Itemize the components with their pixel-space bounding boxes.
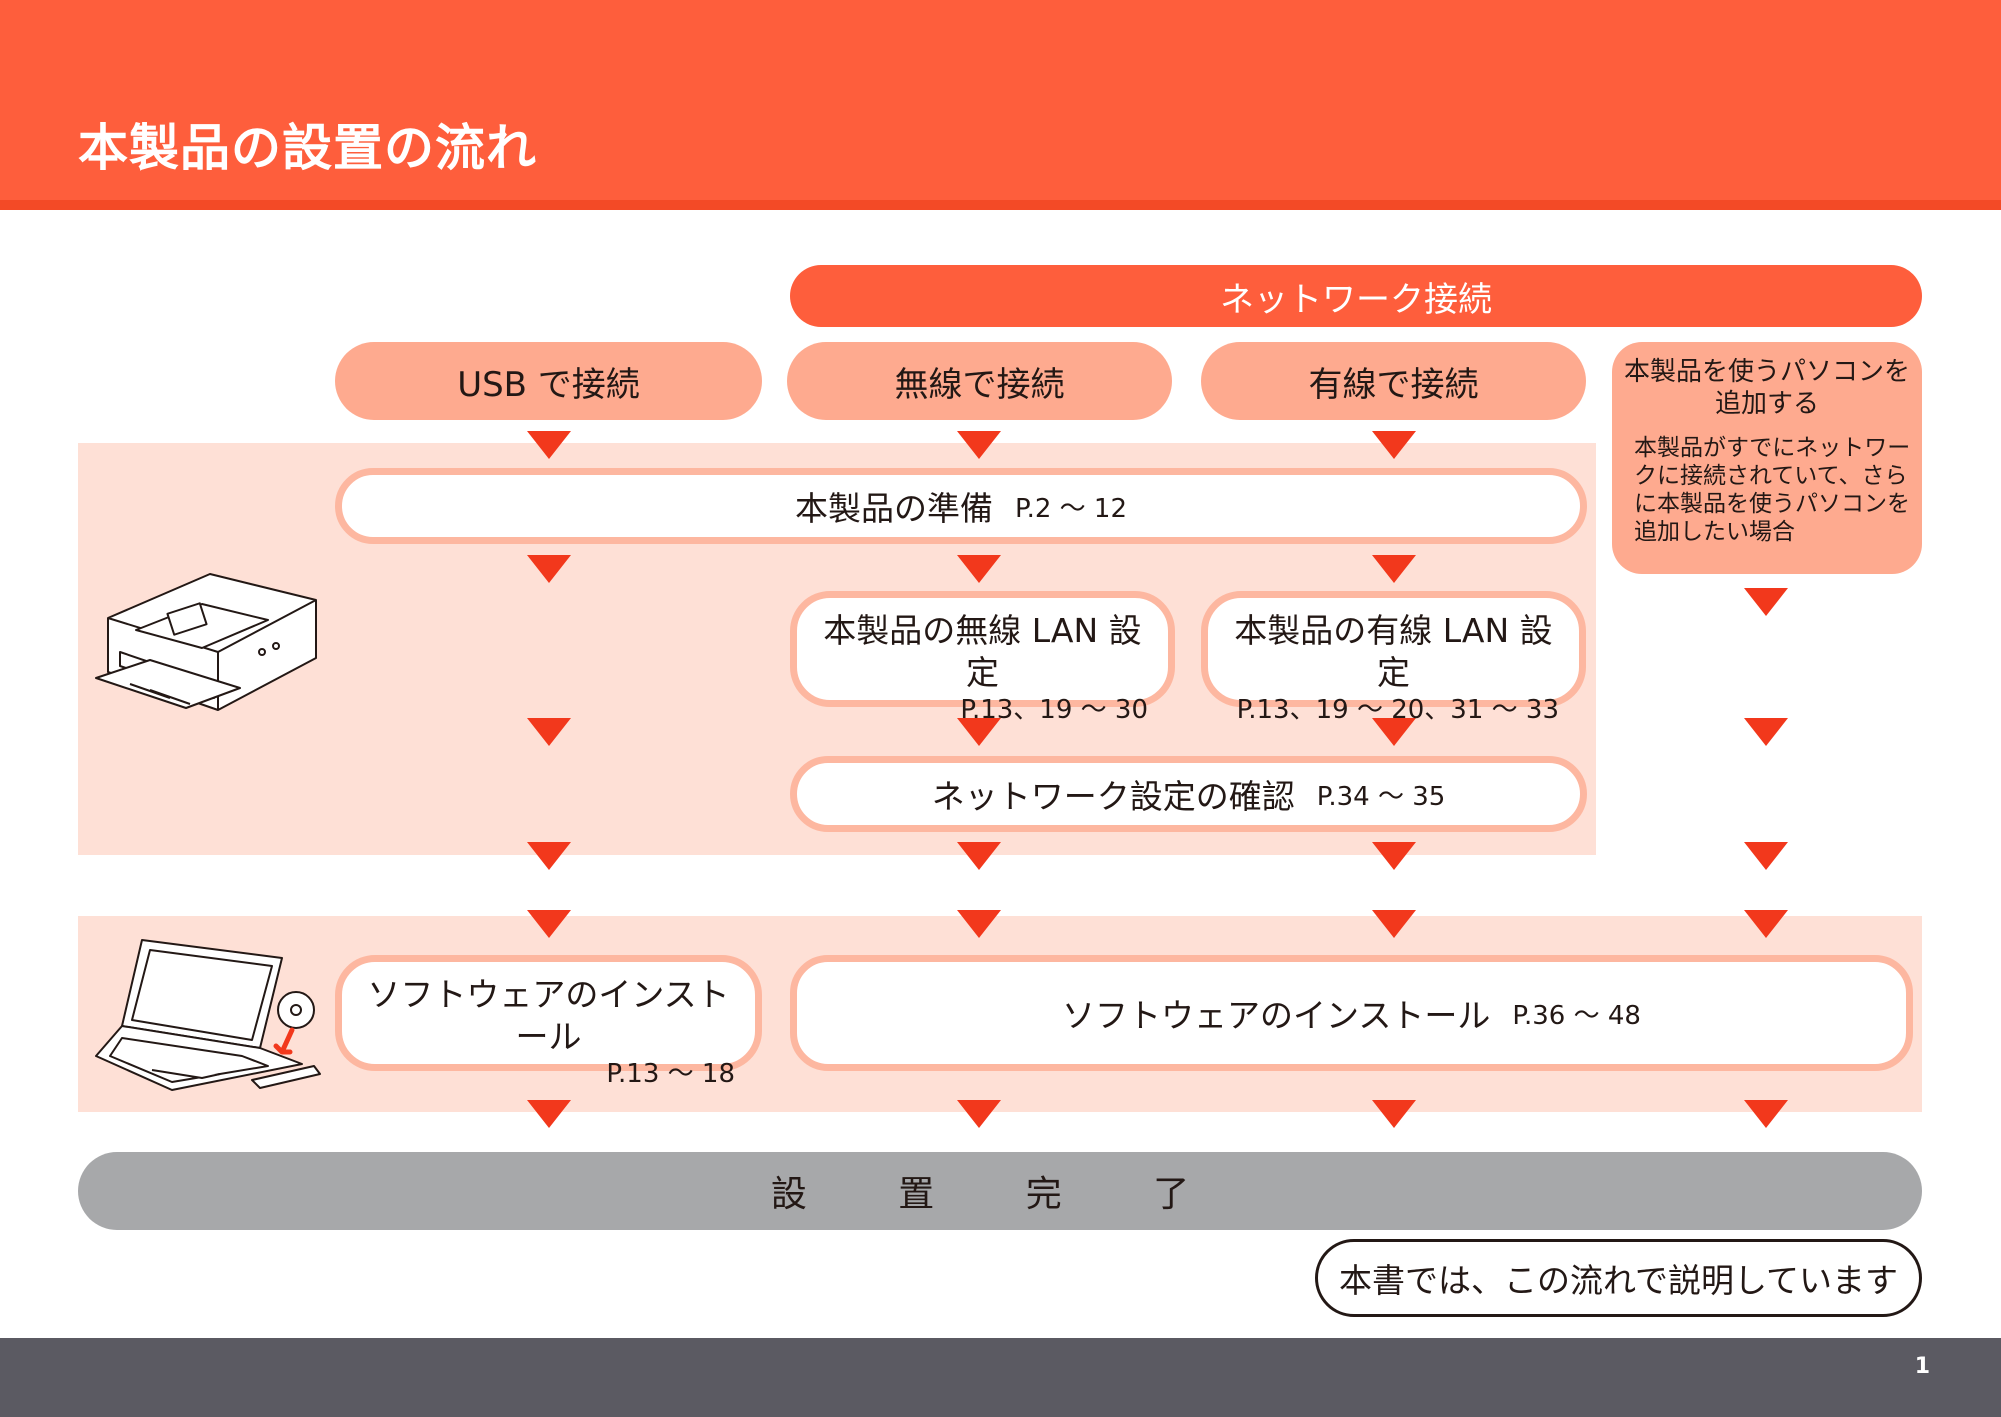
guide-note: 本書では、この流れで説明しています — [1315, 1239, 1922, 1317]
arrow-down-icon — [527, 1100, 571, 1128]
arrow-down-icon — [1744, 1100, 1788, 1128]
step-wireless-lan-ref: P.13、19 ～ 30 — [960, 695, 1148, 725]
category-usb: USB で接続 — [335, 342, 762, 420]
laptop-icon — [95, 939, 321, 1091]
setup-complete-bar: 設 置 完 了 — [78, 1152, 1922, 1230]
step-network-check-label: ネットワーク設定の確認 — [931, 777, 1295, 816]
page-title: 本製品の設置の流れ — [78, 119, 537, 177]
page-header — [0, 0, 2001, 210]
category-wireless: 無線で接続 — [787, 342, 1172, 420]
step-wireless-lan-label: 本製品の無線 LAN 設定 — [823, 611, 1142, 692]
step-network-check-ref: P.34 ～ 35 — [1316, 781, 1446, 812]
arrow-down-icon — [1744, 910, 1788, 938]
arrow-down-icon — [527, 718, 571, 746]
arrow-down-icon — [527, 431, 571, 459]
step-software-network-label: ソフトウェアのインストール — [1062, 996, 1491, 1035]
step-software-usb: ソフトウェアのインストール P.13 ～ 18 — [335, 955, 762, 1089]
arrow-down-icon — [527, 842, 571, 870]
step-wired-lan-ref: P.13、19 ～ 20、31 ～ 33 — [1236, 695, 1559, 725]
arrow-down-icon — [1372, 555, 1416, 583]
page-footer — [0, 1338, 2001, 1417]
step-software-network: ソフトウェアのインストール P.36 ～ 48 — [790, 955, 1913, 1071]
step-prepare: 本製品の準備 P.2 ～ 12 — [335, 468, 1587, 544]
arrow-down-icon — [1372, 1100, 1416, 1128]
arrow-down-icon — [1372, 431, 1416, 459]
arrow-down-icon — [957, 431, 1001, 459]
step-software-network-ref: P.36 ～ 48 — [1512, 1000, 1641, 1031]
arrow-down-icon — [957, 842, 1001, 870]
arrow-down-icon — [1744, 588, 1788, 616]
arrow-down-icon — [527, 555, 571, 583]
arrow-down-icon — [957, 718, 1001, 746]
step-wireless-lan: 本製品の無線 LAN 設定 P.13、19 ～ 30 — [790, 591, 1175, 725]
arrow-down-icon — [957, 910, 1001, 938]
page-number: 1 — [1914, 1354, 1930, 1379]
arrow-down-icon — [957, 555, 1001, 583]
arrow-down-icon — [1372, 718, 1416, 746]
header-rule — [0, 200, 2001, 210]
step-prepare-ref: P.2 ～ 12 — [1014, 493, 1128, 524]
arrow-down-icon — [1372, 910, 1416, 938]
arrow-down-icon — [1744, 842, 1788, 870]
category-wired: 有線で接続 — [1201, 342, 1586, 420]
step-prepare-label: 本製品の準備 — [794, 489, 993, 528]
step-network-check: ネットワーク設定の確認 P.34 ～ 35 — [790, 756, 1587, 832]
arrow-down-icon — [1372, 842, 1416, 870]
arrow-down-icon — [957, 1100, 1001, 1128]
category-add-pc: 本製品を使うパソコンを追加する 本製品がすでにネットワークに接続されていて、さら… — [1612, 342, 1922, 574]
step-wired-lan-label: 本製品の有線 LAN 設定 — [1234, 611, 1553, 692]
printer-icon — [95, 573, 317, 711]
step-software-usb-ref: P.13 ～ 18 — [606, 1059, 735, 1089]
step-software-usb-label: ソフトウェアのインストール — [367, 975, 730, 1056]
arrow-down-icon — [1744, 718, 1788, 746]
add-pc-title: 本製品を使うパソコンを追加する — [1623, 357, 1910, 419]
add-pc-description: 本製品がすでにネットワークに接続されていて、さらに本製品を使うパソコンを追加した… — [1634, 435, 1911, 545]
step-wired-lan: 本製品の有線 LAN 設定 P.13、19 ～ 20、31 ～ 33 — [1201, 591, 1586, 725]
network-connection-bar: ネットワーク接続 — [790, 265, 1922, 327]
cd-disc-icon — [273, 991, 315, 1055]
arrow-down-icon — [527, 910, 571, 938]
